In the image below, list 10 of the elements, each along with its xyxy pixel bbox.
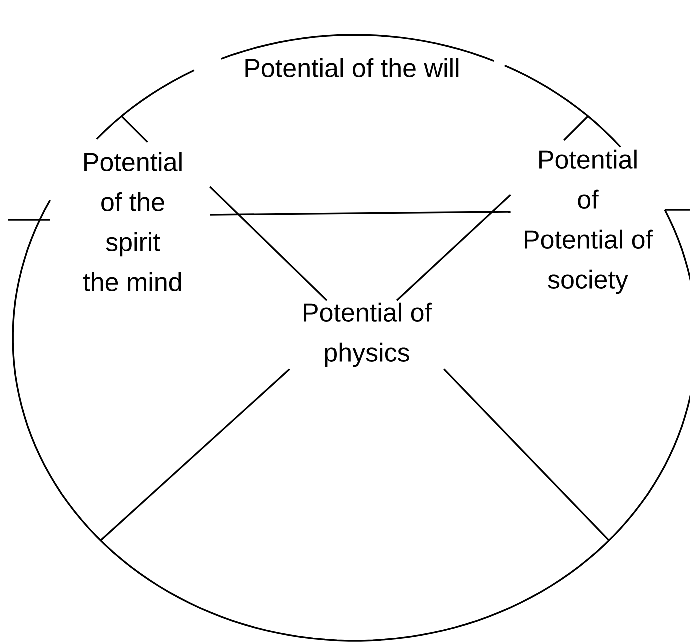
circle-outline [12,34,690,642]
connector-line [210,211,511,216]
connector-line [100,368,290,542]
connector-line [396,194,512,302]
text-label: Potential of physics [304,302,432,368]
text-label: Potential of the spirit the mind [84,152,182,292]
connector-line [210,186,328,302]
text-label: Potential of the will [246,58,459,78]
connector-line [444,368,610,542]
text-label: Potential of Potential of society [525,150,654,294]
